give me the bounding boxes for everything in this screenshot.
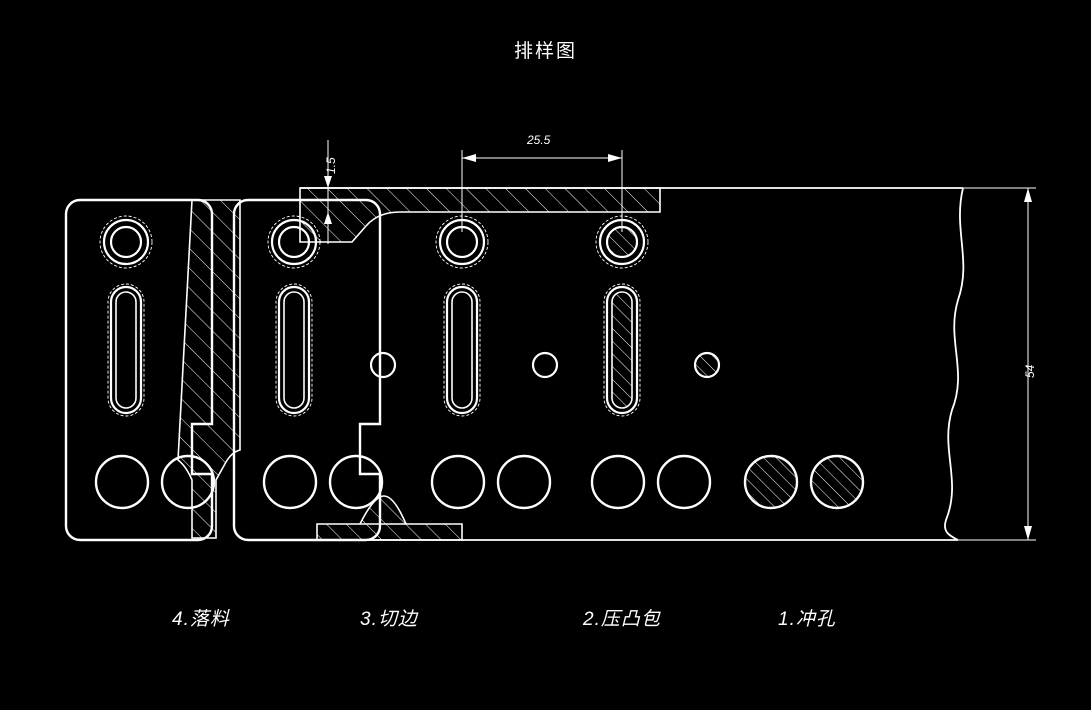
break-line-icon (944, 187, 965, 541)
bead-slot-feature (107, 283, 145, 417)
station-label-2: 2.压凸包 (583, 609, 661, 630)
boss-feature (99, 215, 153, 269)
small-pilot-hole-2 (531, 351, 559, 379)
round-holes (262, 454, 384, 510)
small-pilot-hole-3 (369, 351, 397, 379)
small-pilot-hole-1 (693, 351, 721, 379)
bead-slot-feature (443, 283, 481, 417)
embossed-bead-feature (603, 283, 641, 417)
page-title: 排样图 (513, 41, 577, 62)
dimension-54 (958, 187, 1036, 541)
dimension-label-54: 54 (1023, 364, 1037, 378)
station-4-part (64, 198, 216, 542)
station-2-features (430, 215, 552, 510)
dimension-1-5 (324, 140, 332, 244)
coil-strip-outline (300, 187, 965, 541)
round-holes (590, 454, 712, 510)
station-1-pierced-holes (743, 454, 865, 510)
round-holes (430, 454, 552, 510)
station-3-part (232, 198, 384, 542)
dimension-label-25-5: 25.5 (527, 133, 551, 147)
station-label-3: 3.切边 (360, 609, 418, 630)
dimension-label-1-5: 1.5 (324, 157, 338, 174)
round-holes (94, 454, 216, 510)
station-label-4: 4.落料 (172, 609, 230, 630)
boss-feature (267, 215, 321, 269)
bead-slot-feature (275, 283, 313, 417)
station-label-1: 1.冲孔 (778, 609, 836, 630)
scrap-web-hatched (177, 187, 661, 541)
dimension-25-5 (461, 150, 623, 232)
station-2-embossed (590, 215, 712, 510)
